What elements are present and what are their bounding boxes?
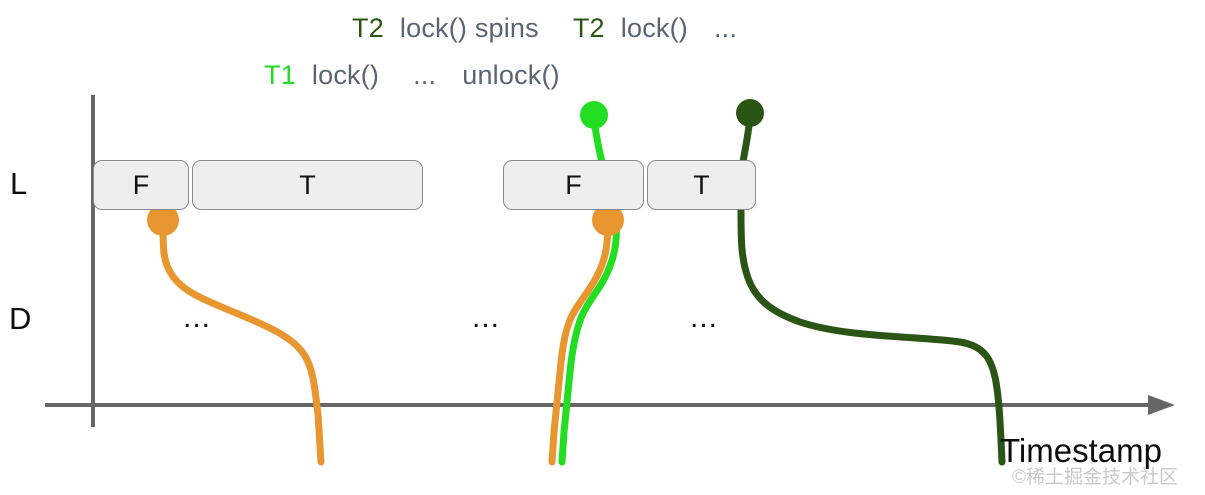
thread-t2-curve	[737, 206, 1006, 466]
x-axis-caption: Timestamp	[1000, 432, 1162, 469]
t1-middle-ellipsis: ...	[413, 60, 437, 90]
row-label-lock-state: L	[10, 166, 28, 201]
thread-t2-label-1: T2	[352, 13, 384, 43]
thread-t1-unlock-dot	[580, 101, 608, 129]
t1-lock-text: lock()	[311, 60, 380, 90]
state-box-true-2: T	[647, 160, 756, 210]
state-box-true-1: T	[192, 160, 423, 210]
thread-t2-label-2: T2	[572, 13, 605, 43]
t1-unlock-text: unlock()	[462, 60, 560, 90]
data-curve-orange-2	[548, 218, 612, 466]
t2-lock-text: lock()	[620, 13, 688, 43]
data-row-ellipsis-3: ...	[690, 301, 719, 334]
annotation-row-t2: T2 lock() spins T2 lock()...	[352, 13, 737, 44]
state-box-false-1: F	[93, 160, 189, 210]
t2-trailing-ellipsis: ...	[713, 13, 738, 43]
data-write-dot-2	[592, 204, 624, 236]
annotation-row-t1: T1 lock()... unlock()	[264, 60, 560, 91]
watermark: ©稀土掘金技术社区	[1012, 467, 1178, 488]
data-row-ellipsis-1: ...	[183, 301, 212, 334]
row-label-data: D	[9, 301, 32, 336]
x-axis	[45, 395, 1175, 415]
thread-t1-label: T1	[264, 60, 296, 90]
state-box-false-2: F	[503, 160, 644, 210]
t2-lock-spins-text: lock() spins	[399, 13, 539, 43]
thread-t2-lock-dot	[736, 99, 764, 127]
data-row-ellipsis-2: ...	[472, 301, 501, 334]
thread-t1-curve	[558, 204, 620, 466]
data-curve-orange-1	[159, 218, 325, 466]
data-write-dot-1	[147, 204, 179, 236]
